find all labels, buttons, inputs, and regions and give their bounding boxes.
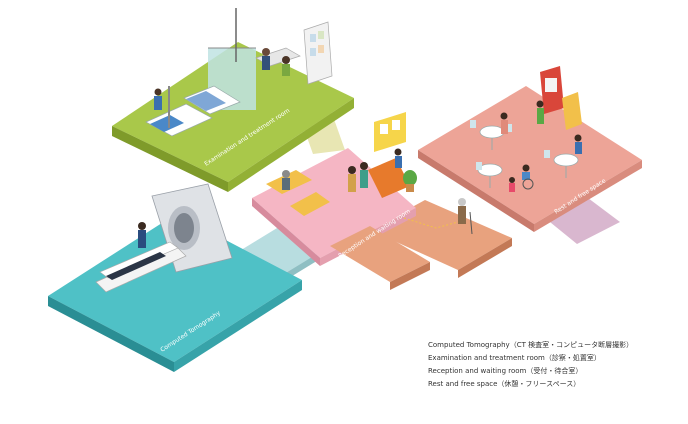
legend-item-rest: Rest and free space（休憩・フリースペース） (428, 380, 581, 388)
round-table (479, 125, 505, 150)
ct-room: Computed Tomography (48, 183, 302, 372)
nurse-figure (154, 88, 162, 96)
legend-item-ct: Computed Tomography（CT 検査室・コンピュータ断層撮影） (428, 341, 634, 349)
room-legend: Computed Tomography（CT 検査室・コンピュータ断層撮影） E… (428, 339, 678, 391)
rest-person-figure (574, 134, 582, 142)
doctor-figure (262, 48, 270, 56)
notice-board (374, 112, 406, 152)
round-table (553, 153, 579, 178)
rest-room: Rest and free space (418, 66, 642, 232)
chair (470, 120, 476, 128)
medicine-cabinet (303, 21, 333, 85)
receptionist-figure (394, 148, 402, 156)
patient-figure (282, 56, 290, 64)
chair (476, 162, 482, 170)
rest-person-figure (536, 100, 544, 108)
waiting-person-figure (282, 170, 290, 178)
wheelchair-person-figure (522, 164, 534, 190)
elderly-man-figure (458, 198, 466, 206)
chair (506, 124, 512, 132)
technician-figure (138, 222, 146, 230)
exam-room: Examination and treatment room (112, 8, 354, 192)
rest-person-figure (500, 112, 508, 120)
visitor-figure (360, 162, 368, 170)
walking-path (403, 217, 459, 229)
hospital-bed (183, 85, 241, 115)
vending-machine (540, 66, 582, 130)
chair (544, 150, 550, 158)
legend-item-reception: Reception and waiting room（受付・待合室） (428, 367, 583, 375)
ct-scanner (95, 183, 233, 293)
reception-room: Reception and waiting room (252, 112, 473, 290)
potted-plant (403, 170, 417, 192)
visitor-figure (348, 166, 356, 174)
hospital-bed (145, 86, 213, 137)
child-figure (509, 177, 515, 183)
legend-item-exam: Examination and treatment room（診察・処置室） (428, 354, 601, 362)
